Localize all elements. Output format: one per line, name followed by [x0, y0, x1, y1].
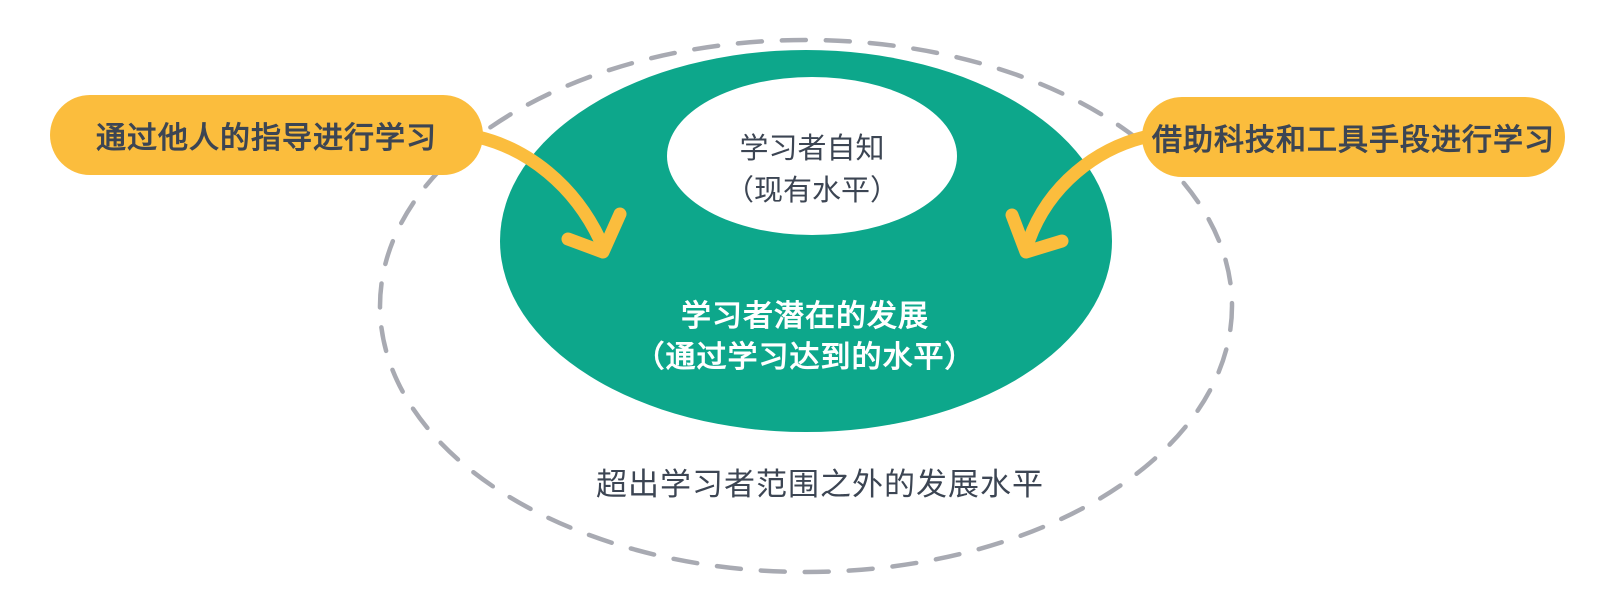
- inner-zone-line1: 学习者自知: [739, 131, 885, 165]
- callout-tech-tools-learning: 借助科技和工具手段进行学习: [1142, 97, 1565, 177]
- zpd-zone-label: 学习者潜在的发展 （通过学习达到的水平）: [565, 296, 1045, 378]
- callout-guided-learning: 通过他人的指导进行学习: [50, 95, 483, 175]
- inner-zone-label: 学习者自知 （现有水平）: [652, 127, 972, 211]
- left-arrow-tail: [471, 130, 607, 247]
- right-arrow: [1005, 130, 1152, 259]
- outer-zone-label: 超出学习者范围之外的发展水平: [596, 467, 1044, 503]
- left-arrow-head: [561, 207, 627, 259]
- zpd-ellipse: [500, 50, 1112, 432]
- zpd-zone-line2: （通过学习达到的水平）: [634, 340, 976, 375]
- left-arrow: [471, 130, 627, 259]
- right-arrow-head: [1005, 208, 1069, 259]
- inner-ellipse: [667, 77, 957, 235]
- outer-dashed-ellipse: [377, 37, 1235, 575]
- inner-zone-line2: （现有水平）: [724, 173, 899, 207]
- right-arrow-tail: [1022, 130, 1152, 247]
- zpd-zone-line1: 学习者潜在的发展: [681, 299, 929, 334]
